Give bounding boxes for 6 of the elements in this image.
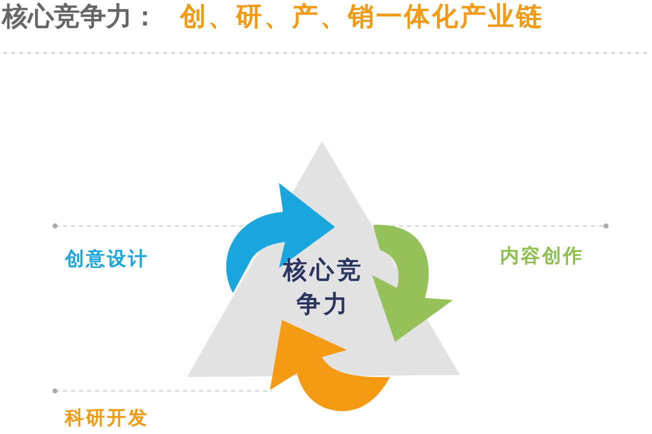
- core-label: 核心竞争力: [281, 255, 365, 320]
- category-label: 内容创作: [500, 245, 584, 268]
- title: 核心竞争力：: [2, 2, 158, 32]
- category-label: 创意设计: [65, 248, 149, 271]
- category-label: 科研开发: [65, 407, 149, 430]
- subtitle: 创、研、产、销一体化产业链: [180, 2, 544, 32]
